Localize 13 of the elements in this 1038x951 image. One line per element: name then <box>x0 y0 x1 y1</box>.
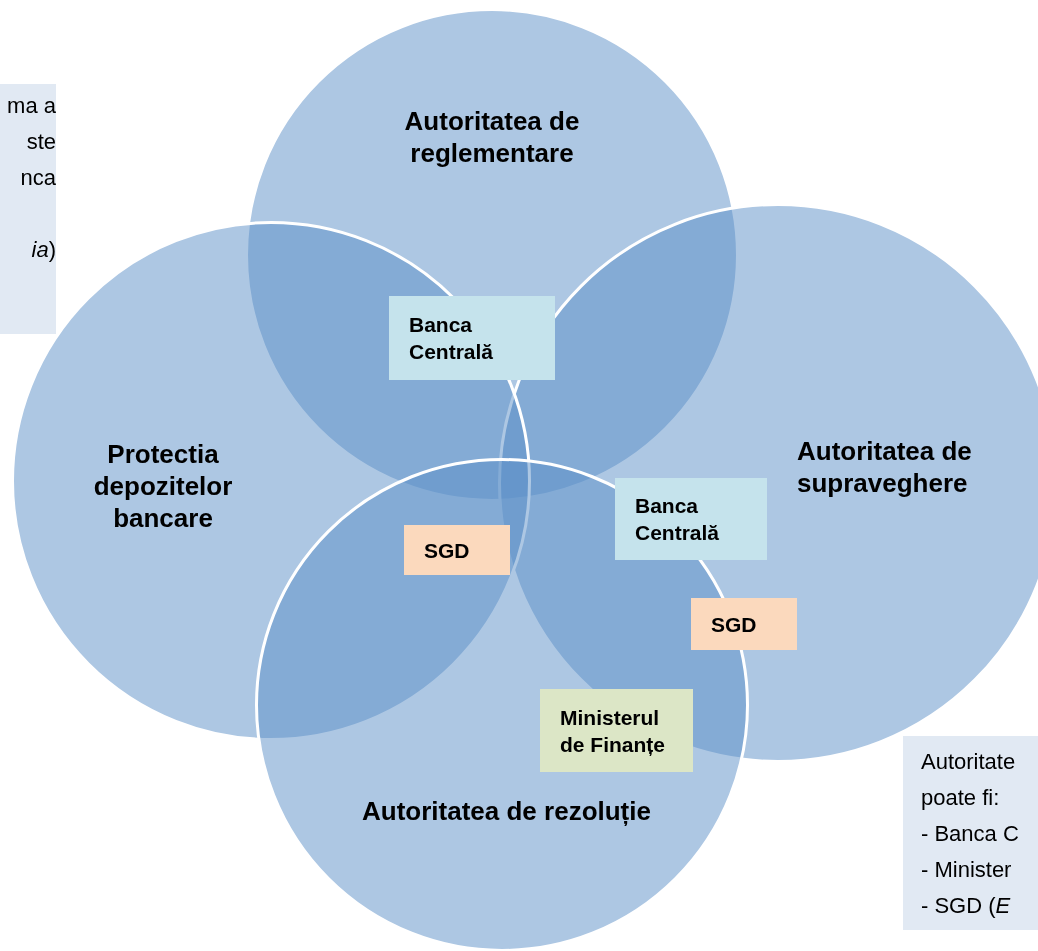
note-text: ia) <box>30 236 56 264</box>
note-box <box>903 736 1038 930</box>
note-text: - Minister <box>921 856 1013 884</box>
entity-label: SGD <box>404 525 510 575</box>
circle-label: Autoritatea de rezoluție <box>361 795 652 827</box>
note-text: ma a ste nca <box>6 92 56 192</box>
note-text: - SGD (E <box>921 892 1012 920</box>
circle-label: Autoritatea de supraveghere <box>797 435 973 499</box>
note-box <box>0 84 56 334</box>
note-text: - Banca C <box>921 820 1020 848</box>
circle-label: Protectia depozitelor bancare <box>92 438 234 534</box>
circle-label: Autoritatea de reglementare <box>403 105 581 169</box>
note-text: Autoritate poate fi: <box>921 748 1017 812</box>
